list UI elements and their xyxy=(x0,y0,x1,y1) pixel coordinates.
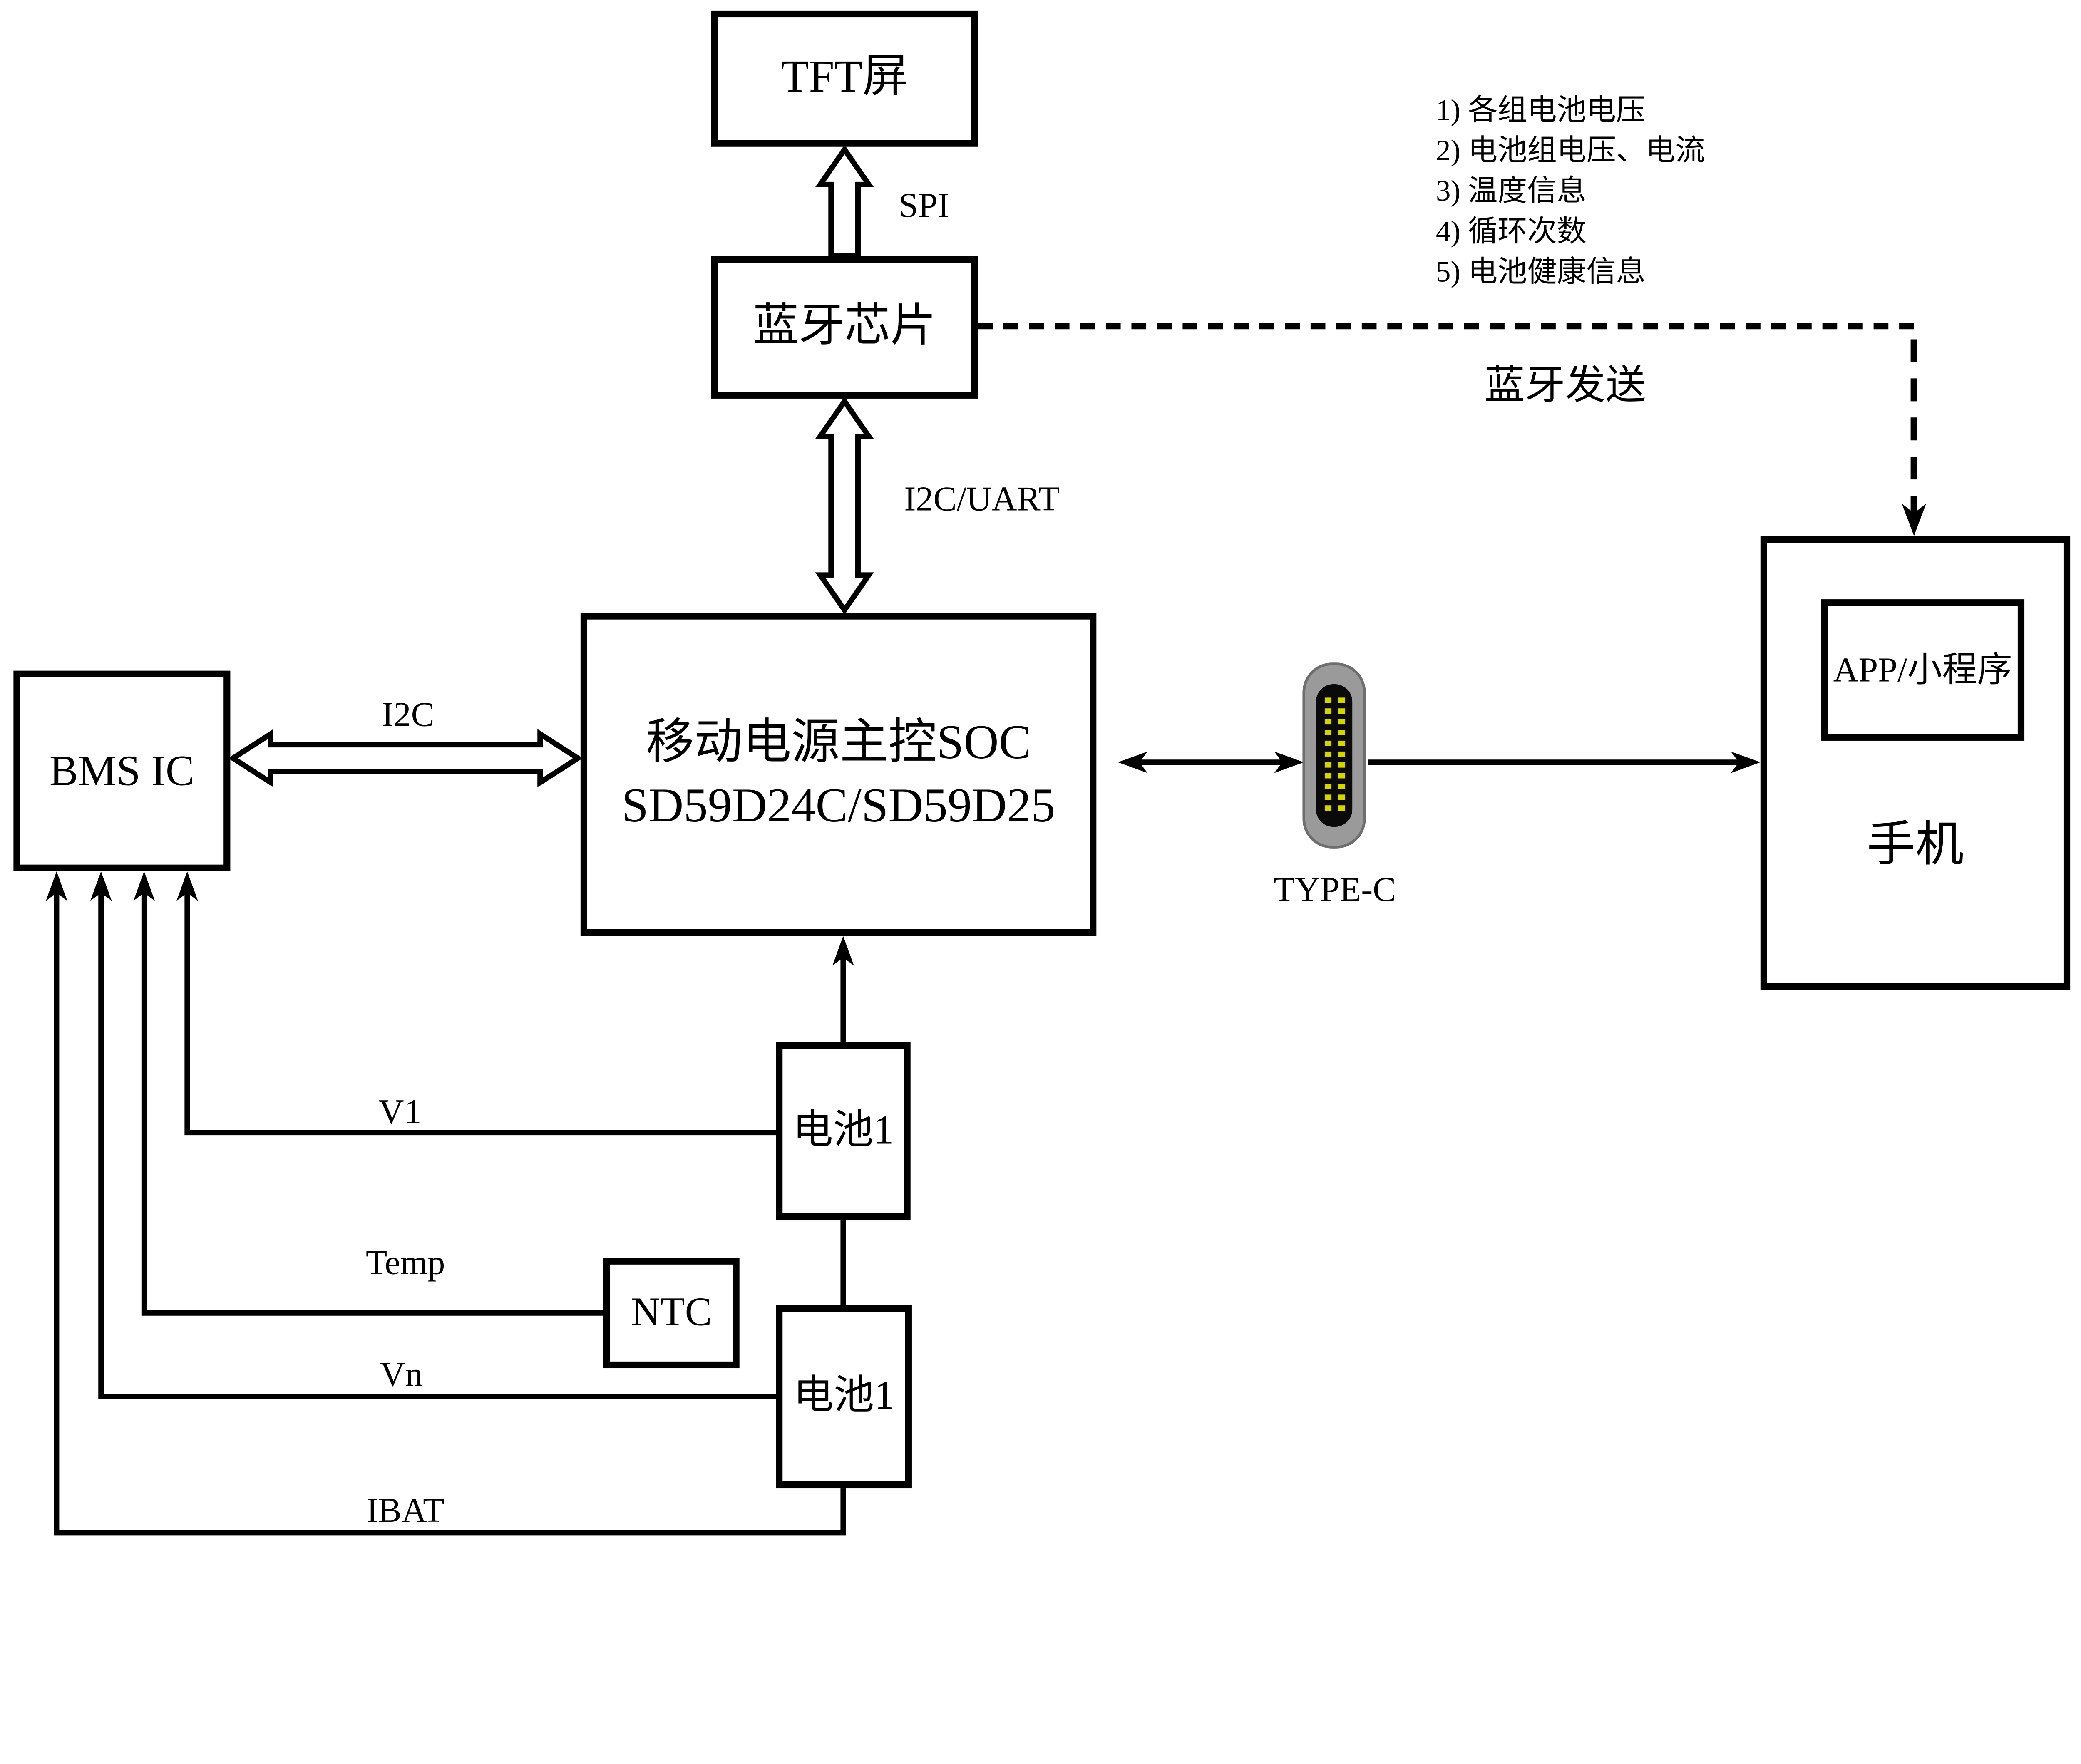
i2c-uart-arrow xyxy=(815,397,874,615)
list-item: 5) 电池健康信息 xyxy=(1435,254,1646,288)
app-miniprogram-box: APP/小程序 xyxy=(1821,599,2025,741)
battery2-box: 电池1 xyxy=(776,1305,912,1489)
temp-label: Temp xyxy=(365,1243,445,1282)
v1-label: V1 xyxy=(378,1092,422,1131)
typec-label: TYPE-C xyxy=(1273,870,1396,909)
battery1-soc-head xyxy=(832,936,854,966)
typec-connector-icon xyxy=(1302,662,1366,849)
bluetooth-send-label: 蓝牙发送 xyxy=(1484,363,1646,408)
vn-label: Vn xyxy=(380,1355,423,1394)
power-bank-soc-box: 移动电源主控SOC SD59D24C/SD59D25 xyxy=(580,613,1097,936)
i2c-uart-label: I2C/UART xyxy=(904,479,1060,519)
diagram-connections xyxy=(46,144,1926,1536)
ntc-label: NTC xyxy=(631,1290,712,1335)
phone-label: 手机 xyxy=(1867,817,1964,871)
v1-line xyxy=(184,878,776,1136)
battery1-box: 电池1 xyxy=(776,1042,911,1221)
ntc-box: NTC xyxy=(603,1258,740,1369)
typec-phone-head xyxy=(1731,751,1761,773)
soc-part-number: SD59D24C/SD59D25 xyxy=(621,778,1055,832)
battery2-label: 电池1 xyxy=(793,1373,894,1418)
bluetooth-chip-box: 蓝牙芯片 xyxy=(711,256,978,399)
bluetooth-data-list: 1) 各组电池电压 2) 电池组电压、电流 3) 温度信息 4) 循环次数 5)… xyxy=(1436,90,1705,292)
vn-line xyxy=(98,878,776,1399)
temp-head xyxy=(133,871,155,901)
ibat-line xyxy=(54,878,846,1536)
list-item: 2) 电池组电压、电流 xyxy=(1435,133,1705,167)
soc-typec-head-right xyxy=(1274,751,1304,773)
soc-title: 移动电源主控SOC xyxy=(646,715,1031,769)
soc-typec-head-left xyxy=(1118,751,1148,773)
block-diagram: TFT屏 蓝牙芯片 移动电源主控SOC SD59D24C/SD59D25 BMS… xyxy=(13,10,2071,1536)
list-item: 1) 各组电池电压 xyxy=(1435,93,1646,127)
i2c-label: I2C xyxy=(382,695,435,734)
i2c-arrow xyxy=(228,729,583,788)
list-item: 4) 循环次数 xyxy=(1435,214,1587,248)
tft-screen-box: TFT屏 xyxy=(711,10,978,147)
list-item: 3) 温度信息 xyxy=(1435,174,1587,208)
bluetooth-dashed-head xyxy=(1902,504,1926,536)
v1-head xyxy=(176,871,198,901)
ibat-head xyxy=(46,871,67,901)
spi-label: SPI xyxy=(899,186,949,225)
battery1-label: 电池1 xyxy=(792,1108,894,1153)
bms-ic-box: BMS IC xyxy=(13,670,231,871)
temp-line xyxy=(141,878,603,1316)
spi-arrow xyxy=(815,144,874,259)
vn-head xyxy=(90,871,112,901)
bms-ic-label: BMS IC xyxy=(49,746,194,795)
ibat-label: IBAT xyxy=(366,1491,445,1530)
app-miniprogram-label: APP/小程序 xyxy=(1833,650,2012,690)
tft-screen-label: TFT屏 xyxy=(781,52,908,103)
bluetooth-chip-label: 蓝牙芯片 xyxy=(753,301,936,351)
